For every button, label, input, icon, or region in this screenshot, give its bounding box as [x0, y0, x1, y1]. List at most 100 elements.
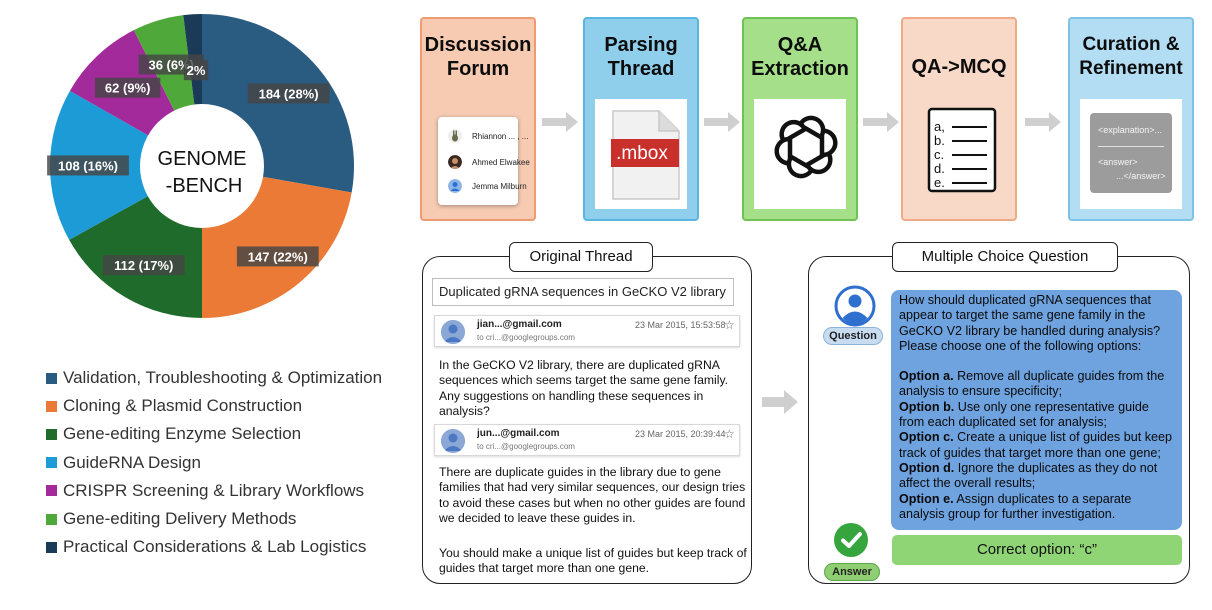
mcq-tab: Multiple Choice Question — [892, 242, 1118, 272]
legend-item: Gene-editing Delivery Methods — [46, 505, 382, 533]
stage-title: Q&A Extraction — [751, 34, 849, 80]
legend-label: Practical Considerations & Lab Logistics — [63, 537, 367, 557]
legend-item: Gene-editing Enzyme Selection — [46, 420, 382, 448]
stage-curation-refinement: Curation & Refinement <explanation>... <… — [1068, 17, 1194, 221]
option-text: Create a unique list of guides but keep … — [899, 430, 1173, 460]
question-box: How should duplicated gRNA sequences tha… — [891, 290, 1182, 530]
divider — [1098, 146, 1164, 147]
slice-label: 36 (6%) — [148, 58, 194, 73]
stage-title: QA->MCQ — [911, 56, 1007, 78]
original-thread-tab: Original Thread — [509, 242, 653, 272]
mcq-letter: b. — [934, 133, 945, 148]
legend-swatch — [46, 513, 57, 525]
mcq-letter: e. — [934, 175, 945, 190]
stage-qa-extraction: Q&A Extraction — [742, 17, 858, 221]
email-header: jun...@gmail.com to cri...@googlegroups.… — [434, 424, 740, 456]
email-sender: jun...@gmail.com — [477, 428, 560, 439]
legend-label: CRISPR Screening & Library Workflows — [63, 480, 365, 500]
star-icon[interactable]: ☆ — [724, 427, 735, 441]
mcq-option: Option a. Remove all duplicate guides fr… — [899, 369, 1176, 400]
question-text: How should duplicated gRNA sequences tha… — [899, 293, 1161, 353]
question-badge: Question — [823, 327, 883, 345]
legend-item: Cloning & Plasmid Construction — [46, 392, 382, 420]
arrow-right-icon — [863, 112, 899, 132]
stage-title: Parsing Thread — [604, 34, 678, 80]
user-photo-avatar-icon — [448, 155, 462, 169]
option-text: Ignore the duplicates as they do not aff… — [899, 460, 1158, 491]
stage-title: Discussion Forum — [424, 34, 532, 80]
mcq-option: Option e. Assign duplicates to a separat… — [899, 492, 1176, 523]
legend-swatch — [46, 485, 57, 497]
option-label: Option e. — [899, 491, 954, 506]
mcq-letter: c. — [934, 147, 944, 162]
option-label: Option a. — [899, 369, 954, 384]
arrow-right-icon — [1025, 112, 1061, 132]
legend-swatch — [46, 457, 57, 469]
stage-qa-to-mcq: QA->MCQ a,b.c.d.e. — [901, 17, 1017, 221]
legend-swatch — [46, 400, 57, 412]
slice-label-bg — [94, 77, 161, 98]
mcq-list-icon: a,b.c.d.e. — [927, 107, 997, 193]
original-thread-panel — [422, 256, 752, 584]
donut-labels: 184 (28%)147 (22%)112 (17%)108 (16%)62 (… — [47, 54, 330, 276]
avatar-icon — [441, 320, 465, 344]
stage-content — [754, 99, 846, 209]
email-date: 23 Mar 2015, 20:39:44 — [635, 429, 726, 439]
legend-label: Cloning & Plasmid Construction — [63, 396, 303, 416]
slice-label: 112 (17%) — [114, 258, 173, 273]
mcq-option: Option d. Ignore the duplicates as they … — [899, 461, 1176, 492]
slice-label-bg — [47, 155, 129, 176]
stage-content: <explanation>... <answer> ...</answer> — [1080, 99, 1182, 209]
star-icon[interactable]: ☆ — [724, 318, 735, 332]
explanation-tag: <explanation>... — [1098, 125, 1163, 135]
option-label: Option d. — [899, 460, 955, 475]
thread-subject: Duplicated gRNA sequences in GeCKO V2 li… — [432, 278, 734, 306]
legend-swatch — [46, 541, 57, 553]
legend-label: Validation, Troubleshooting & Optimizati… — [63, 368, 383, 388]
legend-item: Practical Considerations & Lab Logistics — [46, 533, 382, 561]
chart-legend: Validation, Troubleshooting & Optimizati… — [46, 364, 382, 561]
stage-content: .mbox — [595, 99, 687, 209]
forum-user-name: Ahmed Elwakee — [472, 157, 530, 167]
arrow-right-icon — [762, 390, 798, 414]
slice-label-bg — [102, 255, 185, 276]
mcq-letter: d. — [934, 161, 945, 176]
option-text: Use only one representative guide from e… — [899, 399, 1149, 430]
forum-user-row: Rhiannon ... , ... — [448, 129, 528, 143]
stage-parsing-thread: Parsing Thread .mbox — [583, 17, 699, 221]
forum-user-name: Jemma Milburn — [472, 181, 527, 191]
options-list: Option a. Remove all duplicate guides fr… — [899, 369, 1176, 522]
option-text: Assign duplicates to a separate analysis… — [899, 491, 1132, 521]
stage-content: Rhiannon ... , ... Ahmed Elwakee Jemma M… — [432, 99, 530, 209]
curation-output-card: <explanation>... <answer> ...</answer> — [1090, 113, 1172, 193]
center-label-line-1: GENOME — [158, 148, 247, 170]
slice-label: 147 (22%) — [248, 249, 308, 264]
mcq-option: Option b. Use only one representative gu… — [899, 400, 1176, 431]
option-text: Remove all duplicate guides from the ana… — [899, 369, 1165, 399]
email-body: In the GeCKO V2 library, there are dupli… — [439, 358, 729, 418]
legend-label: GuideRNA Design — [63, 452, 201, 472]
forum-user-row: Jemma Milburn — [448, 179, 527, 193]
legend-label: Gene-editing Delivery Methods — [63, 509, 297, 529]
legend-swatch — [46, 428, 57, 440]
forum-user-row: Ahmed Elwakee — [448, 155, 530, 169]
option-label: Option b. — [899, 399, 955, 414]
option-label: Option c. — [899, 430, 954, 445]
donut-hole — [140, 104, 264, 228]
legend-swatch — [46, 372, 57, 384]
slice-label: 2% — [187, 63, 206, 78]
stage-discussion-forum: Discussion Forum Rhiannon ... , ... Ahme… — [420, 17, 536, 221]
user-question-icon — [834, 285, 876, 327]
email-recipient: to cri...@googlegroups.com — [477, 442, 575, 451]
center-label-line-2: -BENCH — [166, 175, 243, 197]
email-recipient: to cri...@googlegroups.com — [477, 333, 575, 342]
arrow-right-icon — [542, 112, 578, 132]
genome-bench-donut-chart: GENOME -BENCH 184 (28%)147 (22%)112 (17%… — [47, 14, 354, 318]
email-date: 23 Mar 2015, 15:53:58 — [635, 320, 726, 330]
slice-label-bg — [236, 246, 319, 267]
legend-item: CRISPR Screening & Library Workflows — [46, 477, 382, 505]
legend-label: Gene-editing Enzyme Selection — [63, 424, 302, 444]
mbox-file-icon: .mbox — [611, 110, 680, 200]
mcq-letter: a, — [934, 119, 945, 134]
slice-label-bg — [183, 60, 209, 81]
